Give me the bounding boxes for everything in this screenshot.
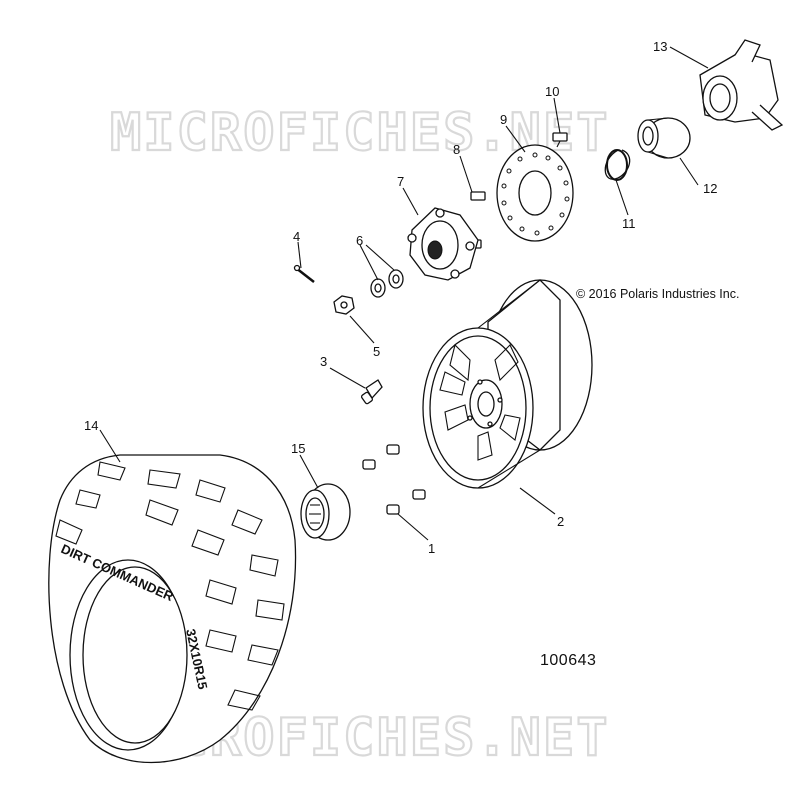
callout-11: 11 — [622, 216, 636, 231]
callout-9: 9 — [500, 112, 507, 127]
callout-15: 15 — [291, 441, 305, 456]
part-4-cotter-pin — [293, 264, 315, 283]
callout-14: 14 — [84, 418, 98, 433]
part-1-lug-nuts — [362, 444, 426, 515]
callout-1: 1 — [428, 541, 435, 556]
part-7-hub — [407, 207, 479, 281]
leader-lines — [99, 46, 709, 541]
part-3-valve-stem — [360, 379, 383, 405]
part-11-snap-ring — [604, 149, 631, 181]
part-9-brake-disc — [496, 144, 574, 242]
callout-2: 2 — [557, 514, 564, 529]
callout-6: 6 — [356, 233, 363, 248]
callout-5: 5 — [373, 344, 380, 359]
figure-number: 100643 — [540, 652, 597, 669]
callout-7: 7 — [397, 174, 404, 189]
part-6-washers — [370, 269, 404, 298]
part-2-wheel — [422, 279, 593, 489]
callout-3: 3 — [320, 354, 327, 369]
part-5-nut — [333, 295, 355, 315]
part-15-center-cap — [300, 483, 351, 541]
copyright-notice: © 2016 Polaris Industries Inc. — [576, 287, 740, 301]
callout-12: 12 — [703, 181, 717, 196]
callout-8: 8 — [453, 142, 460, 157]
callout-10: 10 — [545, 84, 559, 99]
part-10-bolt — [552, 132, 568, 148]
part-14-tire: DIRT COMMANDER 32X10R15 — [48, 454, 297, 764]
callout-13: 13 — [653, 39, 667, 54]
part-12-bearing — [637, 117, 691, 159]
part-13-knuckle — [699, 39, 784, 131]
callout-4: 4 — [293, 229, 300, 244]
